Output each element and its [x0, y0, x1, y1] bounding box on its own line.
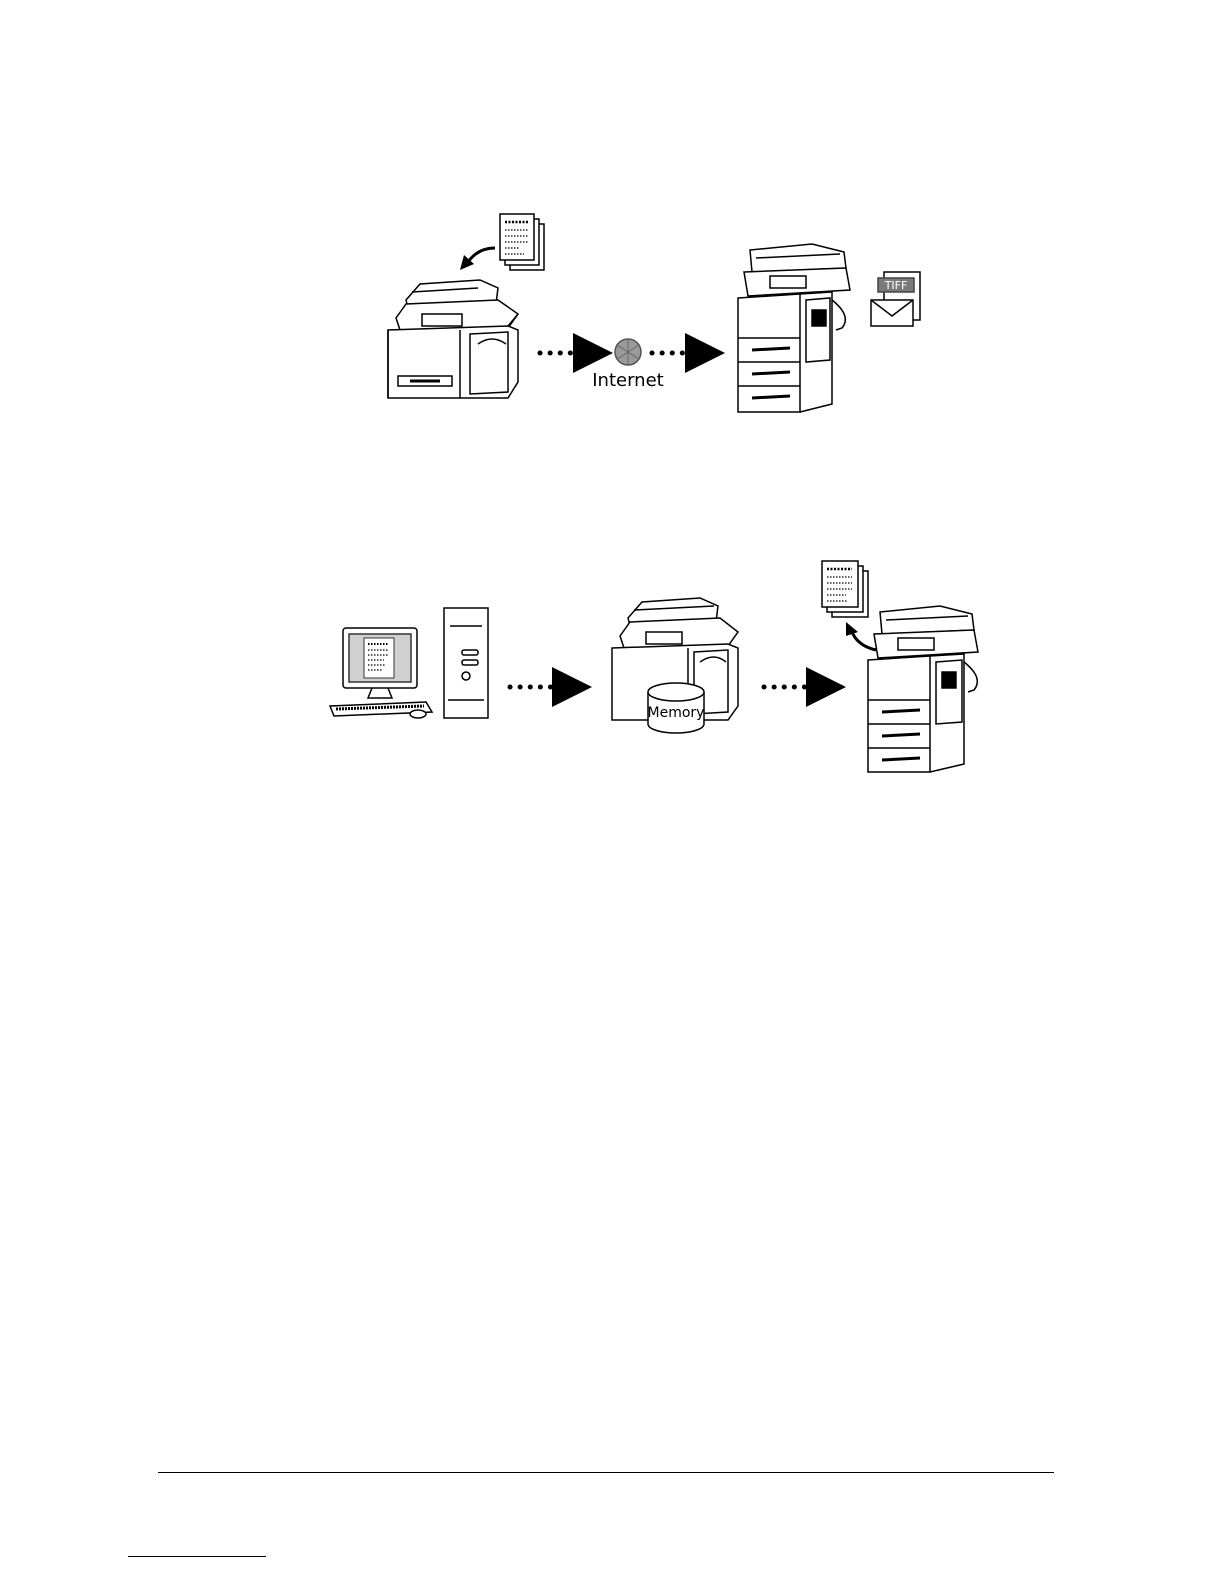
document-stack-icon	[500, 214, 544, 270]
desktop-computer-icon	[330, 608, 488, 718]
sending-mfp-icon	[388, 280, 518, 398]
receiving-mfp-icon	[738, 244, 850, 412]
output-mfp-icon	[868, 606, 978, 772]
memory-label: Memory	[648, 705, 705, 721]
tiff-label: TIFF	[884, 279, 908, 292]
tiff-email-icon: TIFF	[871, 272, 920, 326]
internet-globe-icon	[615, 339, 641, 365]
footer-rule	[158, 1472, 1054, 1473]
footer-link-underline	[128, 1556, 266, 1557]
memory-forward-diagram: Memory	[330, 561, 978, 772]
feed-arrow-icon	[468, 248, 495, 262]
memory-cylinder-icon: Memory	[648, 683, 705, 733]
printed-document-stack-icon	[822, 561, 868, 617]
internet-fax-diagram: Internet TIFF	[388, 214, 920, 412]
internet-label: Internet	[592, 370, 663, 391]
output-arrow-icon	[852, 632, 876, 650]
